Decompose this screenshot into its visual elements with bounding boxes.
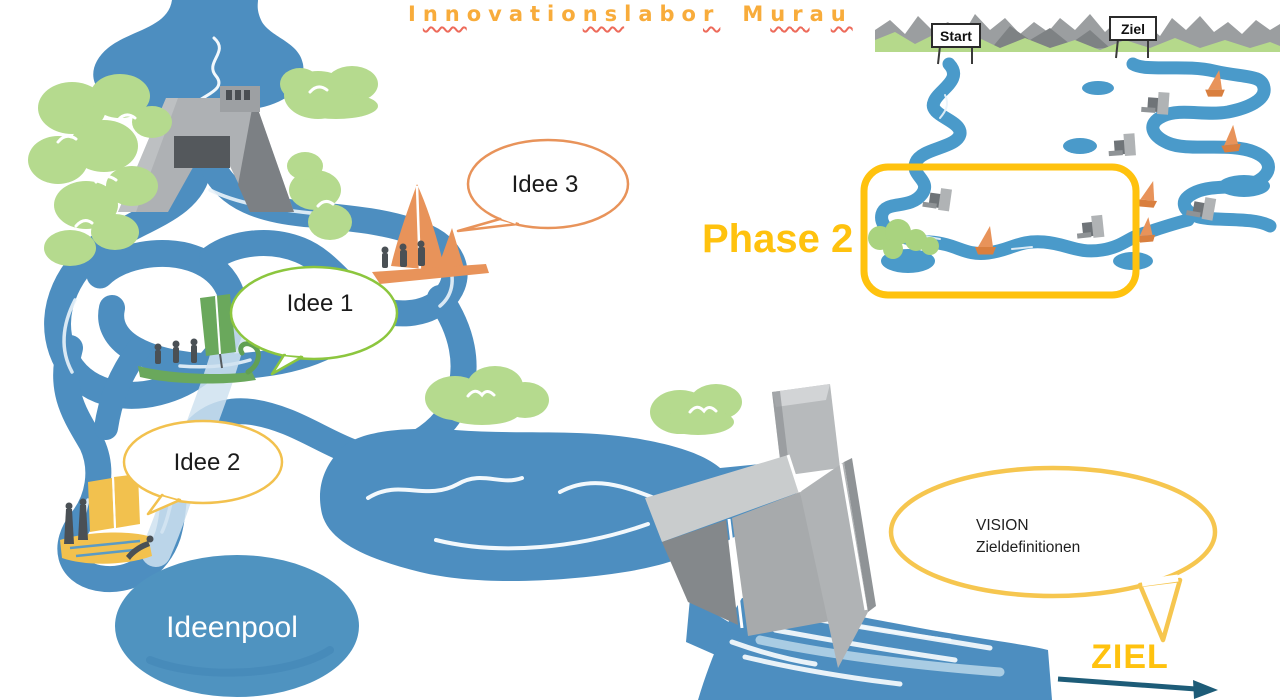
bush-cluster-top-left bbox=[28, 74, 172, 266]
ideenpool: Ideenpool bbox=[115, 555, 359, 697]
ziel-sign: Ziel bbox=[1109, 16, 1157, 59]
idea1-dragon-boat bbox=[138, 294, 261, 384]
ziel-arrow bbox=[1057, 676, 1218, 699]
bush-cluster-top-mid bbox=[280, 66, 378, 119]
speech-bubble-idee2: Idee 2 bbox=[122, 419, 284, 516]
vision-subtitle: Zieldefinitionen bbox=[976, 539, 1080, 556]
ziel-sign-label: Ziel bbox=[1121, 21, 1145, 37]
minimap-boats bbox=[975, 70, 1242, 255]
bush-cluster-lake-left bbox=[425, 366, 549, 425]
idee2-label: Idee 2 bbox=[174, 449, 241, 476]
page-title: Innovationslabor Murau bbox=[408, 2, 853, 26]
minimap: Start Ziel Phase 2 bbox=[702, 14, 1280, 299]
phase2-highlight-box bbox=[860, 163, 1140, 299]
dam-illustration bbox=[645, 384, 876, 668]
speech-bubble-idee3: Idee 3 bbox=[456, 138, 630, 233]
idea3-sailboat bbox=[372, 184, 489, 284]
idee3-label: Idee 3 bbox=[512, 171, 579, 198]
ziel-goal: ZIEL bbox=[1057, 638, 1218, 699]
bushes bbox=[28, 66, 742, 435]
bush-cluster-lake-right bbox=[650, 384, 742, 435]
vision-title: VISION bbox=[976, 517, 1029, 534]
vision-speech-bubble: VISION Zieldefinitionen bbox=[888, 465, 1218, 643]
idee1-label: Idee 1 bbox=[287, 290, 354, 317]
phase2-label: Phase 2 bbox=[702, 217, 853, 261]
ideenpool-label: Ideenpool bbox=[166, 611, 298, 644]
bush-cluster-right-of-station bbox=[287, 152, 352, 240]
ziel-label: ZIEL bbox=[1091, 638, 1169, 676]
minimap-bushes bbox=[868, 219, 939, 259]
speech-bubble-idee1: Idee 1 bbox=[229, 265, 399, 376]
start-sign: Start bbox=[931, 23, 981, 65]
start-sign-label: Start bbox=[940, 28, 972, 44]
idea2-raft bbox=[60, 474, 154, 564]
